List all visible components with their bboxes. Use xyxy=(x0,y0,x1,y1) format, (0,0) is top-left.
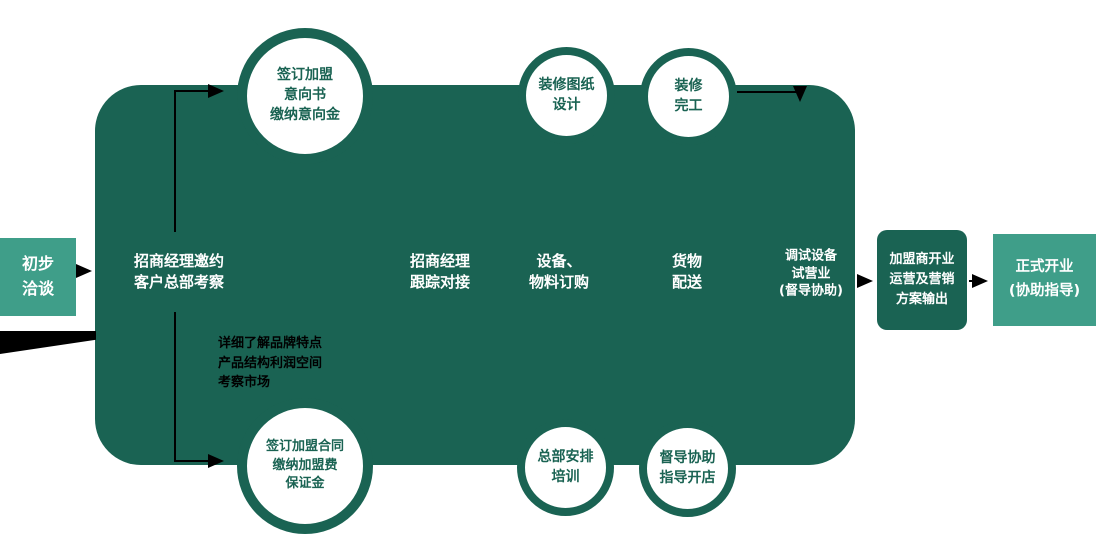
circle-line: 签订加盟 xyxy=(277,67,333,84)
annotation-line: 考察市场 xyxy=(218,375,271,390)
final-line: (协助指导) xyxy=(1008,283,1081,299)
circle-line: 培训 xyxy=(551,468,580,485)
label-line: 客户总部考察 xyxy=(133,273,225,291)
circle-supervisor-open-store: 督导协助 指导开店 xyxy=(639,420,736,517)
circle-line: 完工 xyxy=(674,97,703,114)
ops-line: 方案输出 xyxy=(895,292,948,308)
circle-line: 总部安排 xyxy=(537,448,594,465)
circle-decoration-design: 装修图纸 设计 xyxy=(518,47,615,144)
circle-franchise-contract: 签订加盟合同 缴纳加盟费 保证金 xyxy=(237,398,373,534)
operations-output-box: 加盟商开业 运营及营销 方案输出 xyxy=(877,230,967,330)
annotation-line: 产品结构利润空间 xyxy=(218,355,323,371)
start-step-line: 初步 xyxy=(21,254,54,274)
final-line: 正式开业 xyxy=(1015,259,1074,276)
ops-line: 加盟商开业 xyxy=(889,251,955,267)
label-line: 设备、 xyxy=(536,252,582,270)
label-line: 物料订购 xyxy=(528,273,590,291)
circle-line: 签订加盟合同 xyxy=(265,439,344,455)
start-step-annotation: 详细了解品牌特点 产品结构利润空间 考察市场 xyxy=(218,334,322,393)
start-step-box: 初步 洽谈 xyxy=(0,238,76,316)
circle-hq-training: 总部安排 培训 xyxy=(517,419,614,516)
start-step-line: 洽谈 xyxy=(21,279,54,298)
official-opening-box: 正式开业 (协助指导) xyxy=(993,234,1096,326)
circle-decoration-complete: 装修 完工 xyxy=(640,48,737,145)
circle-line: 缴纳意向金 xyxy=(270,106,340,123)
label-line: (督导协助) xyxy=(779,283,843,299)
circle-intent-letter: 签订加盟 意向书 缴纳意向金 xyxy=(237,28,373,164)
circle-line: 督导协助 xyxy=(659,449,716,466)
process-band xyxy=(95,85,855,465)
annotation-line: 详细了解品牌特点 xyxy=(218,336,323,351)
label-line: 招商经理邀约 xyxy=(133,252,225,270)
ops-line: 运营及营销 xyxy=(889,271,955,287)
circle-line: 装修图纸 xyxy=(538,76,595,93)
circle-line: 设计 xyxy=(552,96,581,113)
label-line: 招商经理 xyxy=(409,252,471,270)
circle-line: 缴纳加盟费 xyxy=(272,457,338,473)
step-label-trial-operation: 调试设备 试营业 (督导协助) xyxy=(779,248,843,301)
label-line: 试营业 xyxy=(791,266,831,282)
circle-line: 意向书 xyxy=(284,87,326,104)
step-label-equipment-order: 设备、 物料订购 xyxy=(529,251,589,293)
label-line: 货物 xyxy=(671,252,703,270)
annotation-arrow-shape xyxy=(0,331,96,354)
circle-line: 保证金 xyxy=(285,476,325,492)
step-label-goods-delivery: 货物 配送 xyxy=(672,251,702,293)
circle-line: 装修 xyxy=(674,77,703,94)
step-label-invite-inspection: 招商经理邀约 客户总部考察 xyxy=(134,251,224,293)
label-line: 跟踪对接 xyxy=(409,273,471,291)
label-line: 调试设备 xyxy=(784,248,838,264)
circle-line: 指导开店 xyxy=(659,469,716,486)
step-label-manager-followup: 招商经理 跟踪对接 xyxy=(410,251,470,293)
label-line: 配送 xyxy=(671,273,703,291)
